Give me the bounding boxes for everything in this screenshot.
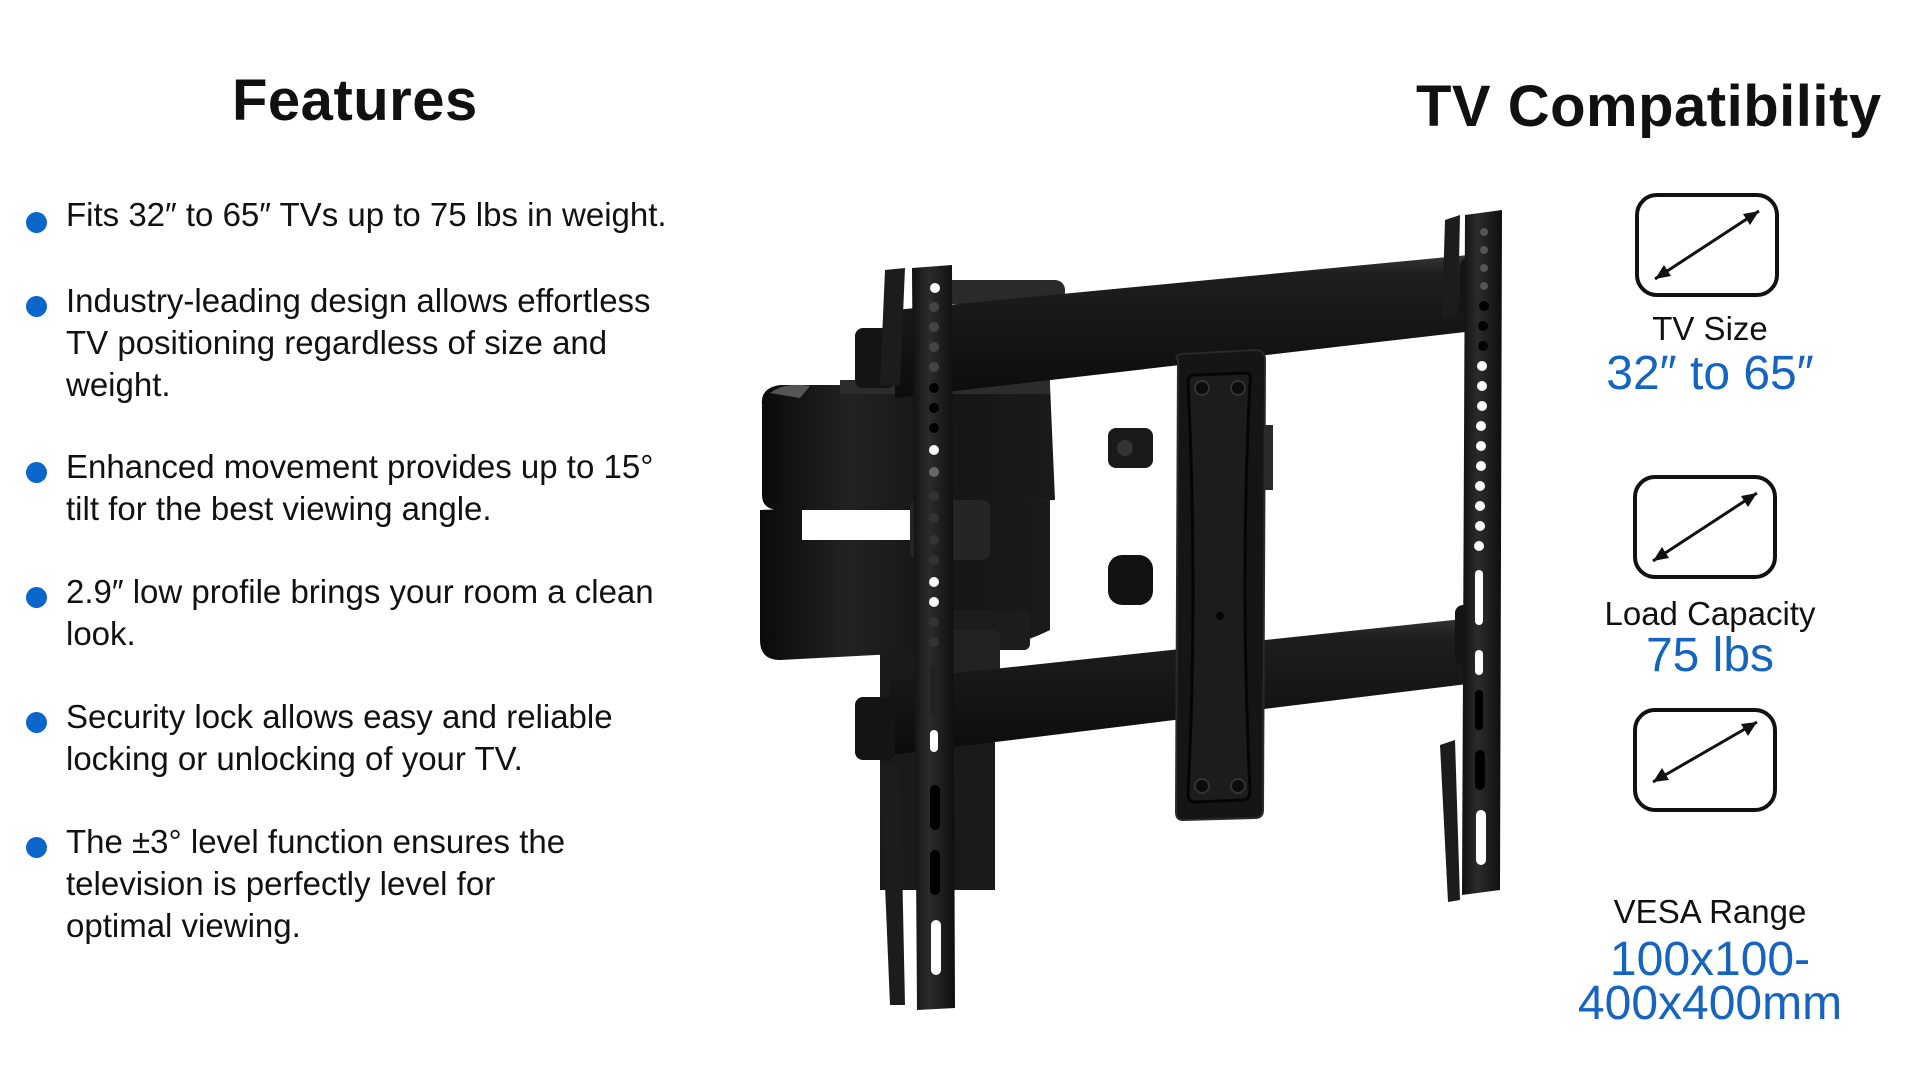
features-title: Features: [232, 68, 478, 133]
feature-text: Industry-leading design allows effortles…: [66, 282, 651, 403]
bullet-icon: [26, 712, 47, 733]
feature-text: Enhanced movement provides up to 15° til…: [66, 448, 654, 527]
compat-value: 75 lbs: [1645, 629, 1775, 682]
feature-text: Fits 32″ to 65″ TVs up to 75 lbs in weig…: [66, 196, 667, 233]
feature-text: Security lock allows easy and reliable l…: [66, 698, 613, 777]
compat-label: VESA Range: [1613, 893, 1807, 930]
compat-value: 32″ to 65″: [1606, 347, 1814, 400]
bullet-icon: [26, 837, 47, 858]
tv-diagonal-icon: [1633, 708, 1777, 812]
compat-label: Load Capacity: [1604, 595, 1816, 632]
rail-holes: [929, 283, 941, 975]
compat-value: 100x100- 400x400mm: [1577, 933, 1843, 1030]
tv-wall-mount-image: [740, 210, 1540, 1035]
rail-holes: [1474, 228, 1489, 865]
bullet-icon: [26, 462, 47, 483]
feature-text: The ±3° level function ensures the telev…: [66, 823, 566, 944]
tv-compatibility-title: TV Compatibility: [1416, 74, 1882, 139]
compat-label: TV Size: [1652, 310, 1768, 347]
bullet-icon: [26, 212, 47, 233]
tv-diagonal-icon: [1633, 475, 1777, 579]
feature-text: 2.9″ low profile brings your room a clea…: [66, 573, 654, 652]
bullet-icon: [26, 296, 47, 317]
tv-diagonal-icon: [1635, 193, 1779, 297]
bullet-icon: [26, 587, 47, 608]
